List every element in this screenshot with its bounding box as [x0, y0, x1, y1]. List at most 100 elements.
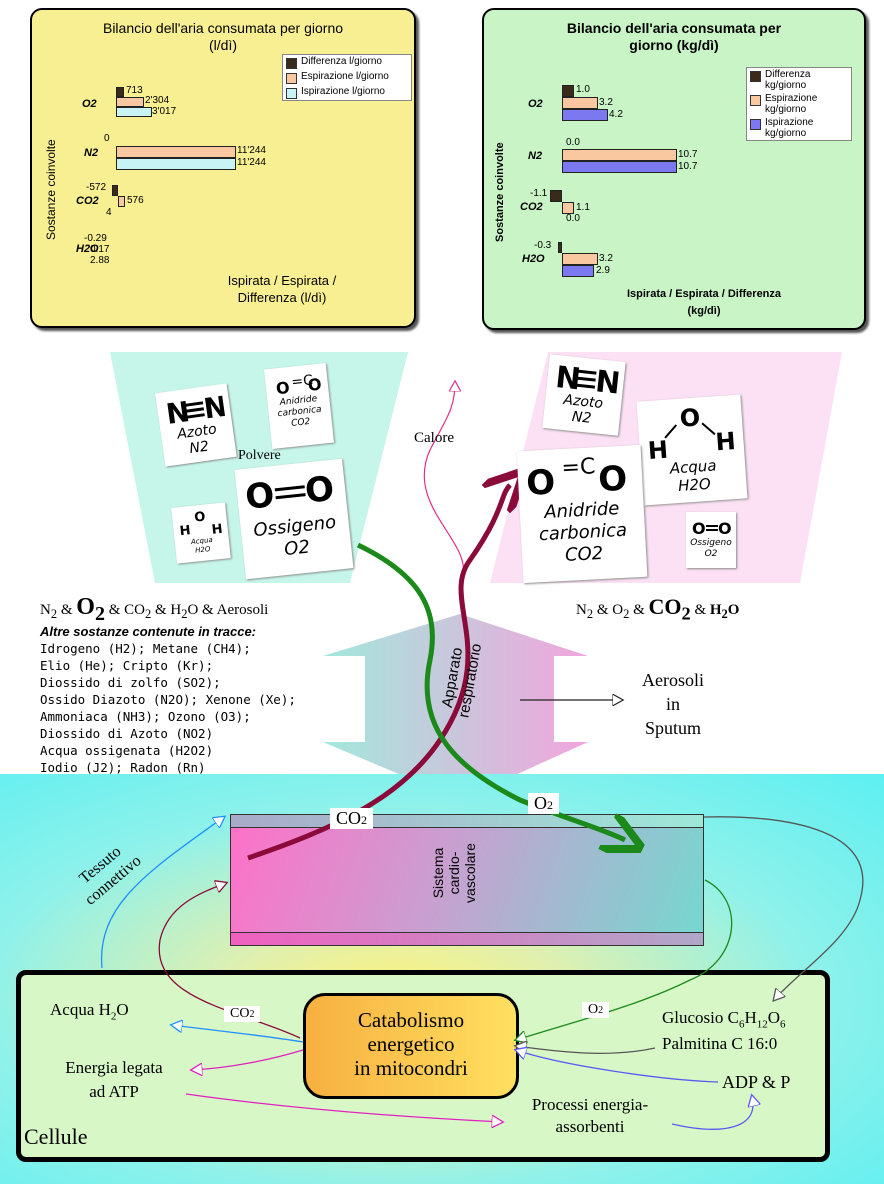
o2-label-text: O [534, 793, 547, 813]
category-label: O2 [82, 98, 97, 110]
molecule-label-line: O2 [704, 549, 718, 559]
traces-list: Idrogeno (H2); Metane (CH4); Elio (He); … [40, 640, 296, 776]
molecule-label-line: H2O [677, 474, 712, 496]
value-label: 3.2 [599, 253, 613, 264]
category-label: H2O [522, 253, 545, 265]
value-label: 11'244 [237, 145, 266, 156]
value-label: 10.7 [678, 161, 698, 172]
value-label: 713 [126, 85, 143, 96]
processes-label-line1: Processi energia- [531, 1095, 649, 1114]
mito-label: Catabolismo energetico in mitocondri [306, 1008, 516, 1080]
adp-to-mito-arrow [516, 1050, 719, 1083]
value-label: -572 [86, 182, 107, 193]
svg-text:H: H [647, 436, 669, 461]
bar-h2o-isp [562, 265, 594, 277]
water-label-text: Acqua H [50, 1000, 111, 1019]
value-label: 11'244 [237, 157, 266, 168]
atp-label-line1: Energia legata [65, 1058, 163, 1077]
value-label: 0.0 [566, 213, 580, 224]
heat-arrow [423, 382, 465, 576]
co2-label: CO2 [330, 808, 374, 829]
chart-legend: Differenza l/giorno Espirazione l/giorno… [282, 54, 412, 101]
trace-item: Diossido di zolfo (SO2); [40, 675, 221, 690]
bar-o2-esp [116, 97, 144, 107]
category-label: N2 [528, 150, 543, 162]
value-label: 1.0 [576, 84, 590, 95]
value-label: 2'304 [145, 95, 170, 106]
molecule-label-line: carbonica [538, 519, 628, 546]
dust-label: Polvere [238, 448, 281, 463]
o2-to-mito-arrow [516, 879, 733, 1040]
palmitin-label: Palmitina C 16:0 [662, 1034, 778, 1053]
bar-o2-diff [562, 85, 574, 97]
value-label: 0 [104, 133, 110, 144]
legend-label-line: Differenza [765, 69, 811, 80]
aerosol-sputum-label: Aerosoli in Sputum [630, 668, 716, 740]
svg-text:O: O [275, 378, 291, 398]
svg-text:H: H [211, 522, 223, 538]
value-label: 0.17 [90, 244, 110, 255]
legend-label-line: Ispirazione [765, 117, 814, 128]
bar-h2o-diff [558, 242, 562, 253]
nitrogen-structure-icon: N N [164, 390, 226, 429]
value-label: 2.9 [596, 265, 610, 276]
x-axis-label-line2: Differenza (l/dì) [237, 290, 327, 305]
legend-swatch-isp [286, 88, 297, 99]
svg-text:N: N [594, 364, 620, 397]
adp-label: ADP & P [722, 1072, 791, 1092]
energy-absorbing-processes-label: Processi energia- assorbenti [508, 1094, 672, 1138]
trace-item: Ammoniaca (NH3); Ozono (O3); [40, 709, 251, 724]
bar-n2-isp [116, 158, 236, 170]
molecule-label-line: CO2 [290, 416, 311, 429]
value-label: 10.7 [678, 149, 698, 160]
bar-co2-esp [118, 196, 125, 207]
value-label: 3'017 [152, 106, 177, 117]
co2-structure-icon: O =C O [275, 372, 323, 398]
chart-panel-liters: Bilancio dell'aria consumata per giorno … [30, 8, 416, 328]
bar-h2o-esp [562, 253, 598, 265]
svg-text:=C: =C [291, 372, 314, 390]
chart-title-line2: giorno (kg/dì) [629, 37, 719, 53]
category-label: O2 [528, 98, 543, 110]
molecule-label-line: Azoto [562, 391, 604, 412]
legend-swatch-diff [750, 71, 761, 82]
legend-label-line: kg/giorno [765, 104, 807, 115]
mito-label-line1: Catabolismo [357, 1008, 465, 1032]
bar-co2-diff [550, 190, 562, 202]
category-label: CO2 [76, 195, 99, 207]
co2-label-text: CO [336, 808, 362, 828]
bar-n2-isp [562, 161, 677, 173]
trace-item: Ossido Diazoto (N2O); Xenone (Xe); [40, 692, 296, 707]
nitrogen-structure-icon: N N [554, 360, 620, 397]
chart-title: Bilancio dell'aria consumata per giorno … [32, 20, 414, 54]
chart-title-line1: Bilancio dell'aria consumata per [566, 20, 782, 36]
legend-swatch-esp [286, 73, 297, 84]
molecule-label-line: Anidride [543, 498, 620, 523]
aerosol-label-line3: Sputum [644, 718, 701, 738]
trace-item: Iodio (J2); Radon (Rn) [40, 760, 206, 775]
legend-swatch-esp [750, 95, 761, 106]
value-label: -0.3 [534, 240, 552, 251]
water-structure-icon: O H H [647, 403, 737, 461]
glucose-label-text: Glucosio C [662, 1008, 739, 1027]
bar-co2-diff [112, 185, 118, 196]
inhaled-composition-heading: N2 & O2 & CO2 & H2O & Aerosoli [40, 594, 269, 625]
mitochondria-catabolism: Catabolismo energetico in mitocondri [303, 993, 519, 1099]
x-axis-label-line1: Ispirata / Espirata / [227, 273, 337, 288]
bar-o2-isp [116, 107, 152, 117]
legend-swatch-diff [286, 58, 297, 69]
value-label: 576 [127, 195, 144, 206]
svg-text:O: O [718, 519, 732, 538]
mito-to-atp-arrow [192, 1049, 304, 1070]
svg-text:O: O [307, 375, 323, 395]
